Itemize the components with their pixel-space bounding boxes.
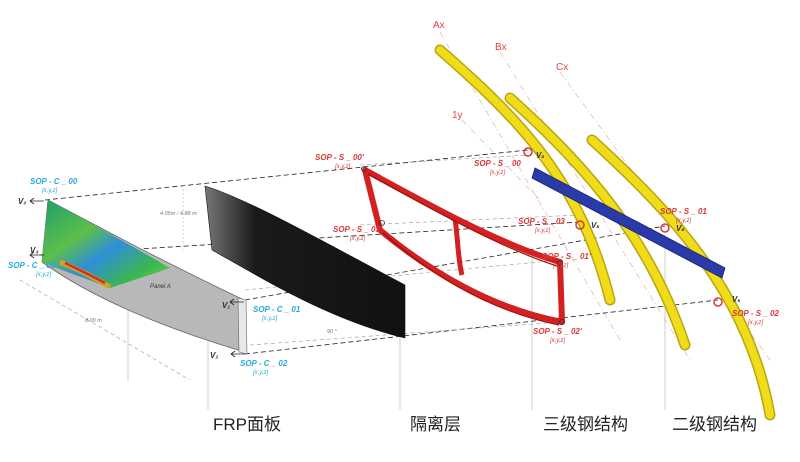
caption-isolation-layer: 隔离层 [410, 415, 461, 434]
sop-s-01-label: SOP - S _ 01 [660, 207, 707, 216]
sop-s-labels: SOP - S _ 00 [x,y,z] SOP - S _ 03 [x,y,z… [474, 159, 779, 326]
axis-label-1y: 1y [452, 110, 463, 121]
sop-s-00-coord: [x,y,z] [489, 170, 506, 176]
layer-captions: FRP面板 隔离层 三级钢结构 二级钢结构 [213, 415, 757, 434]
sop-s-prime-labels: SOP - S _ 00' [x,y,z] SOP - S _ 03' [x,y… [315, 153, 592, 344]
length-dimension: 8.00 m [85, 318, 102, 324]
sop-s-02-label: SOP - S _ 02 [732, 309, 779, 318]
blue-cross-beam [531, 167, 726, 279]
sop-c-03-label: SOP - C _ 03 [8, 261, 56, 270]
sop-s-00-label: SOP - S _ 00 [474, 159, 521, 168]
axis-label-bx: Bx [495, 42, 507, 53]
axis-labels: Ax Bx Cx 1y [433, 20, 568, 121]
sop-s-03-prime-coord: [x,y,z] [349, 236, 366, 242]
vector-labels: V₀ V₃ V₁ V₂ Vₛ Vₛ Vₛ Vₛ [18, 151, 740, 360]
v1-label: V₁ [222, 301, 230, 310]
vectors [29, 197, 245, 358]
sop-c-labels: SOP - C _ 00 [x,y,z] SOP - C _ 03 [x,y,z… [8, 177, 301, 376]
sop-s-03-label: SOP - S _ 03 [518, 217, 565, 226]
sop-s-03-coord: [x,y,z] [534, 228, 551, 234]
sop-s-02-prime-label: SOP - S _ 02' [533, 327, 583, 336]
v0-label: V₀ [18, 197, 27, 206]
sop-s-01-coord: [x,y,z] [675, 218, 692, 224]
panel-label: Panel A [150, 284, 171, 290]
sop-c-03-coord: [x,y,z] [35, 272, 52, 278]
vs-label-01: Vₛ [676, 224, 684, 233]
tertiary-steel-frame-highlight [367, 173, 560, 326]
tertiary-steel-frame [362, 167, 565, 325]
caption-tertiary-steel: 三级钢结构 [543, 415, 628, 434]
dimensions: 4.05m / 4.88 m 8.00 m 90 ° [85, 185, 338, 335]
sop-c-00-coord: [x,y,z] [41, 188, 58, 194]
sop-c-02-label: SOP - C _ 02 [240, 359, 288, 368]
sop-s-02-prime-coord: [x,y,z] [549, 338, 566, 344]
sop-s-02-coord: [x,y,z] [747, 320, 764, 326]
isolation-layer-panel [204, 185, 406, 339]
height-dimension: 4.05m / 4.88 m [160, 211, 197, 217]
sop-s-01-prime-coord: [x,y,z] [552, 263, 569, 269]
sop-s-00-prime-coord: [x,y,z] [334, 164, 351, 170]
sop-s-00-prime-label: SOP - S _ 00' [315, 153, 365, 162]
frp-panel: Panel A [41, 199, 248, 355]
sop-s-03-prime-label: SOP - S _ 03' [333, 225, 383, 234]
sop-s-01-prime-label: SOP - S _ 01' [542, 252, 592, 261]
axis-label-cx: Cx [556, 62, 568, 73]
sop-c-02-coord: [x,y,z] [252, 370, 269, 376]
angle-dimension: 90 ° [327, 329, 338, 335]
v3-label: V₃ [30, 246, 38, 255]
connection-points [361, 147, 723, 325]
caption-secondary-steel: 二级钢结构 [672, 415, 757, 434]
vs-label-02: Vₛ [732, 295, 740, 304]
v2-label: V₂ [210, 351, 218, 360]
caption-frp-panel: FRP面板 [213, 415, 281, 434]
vs-label-00: Vₛ [536, 151, 544, 160]
vs-label-03: Vₛ [591, 221, 599, 230]
sop-c-00-label: SOP - C _ 00 [30, 177, 78, 186]
sop-c-01-label: SOP - C _ 01 [253, 305, 301, 314]
sop-c-01-coord: [x,y,z] [261, 316, 278, 322]
axis-label-ax: Ax [433, 20, 445, 31]
